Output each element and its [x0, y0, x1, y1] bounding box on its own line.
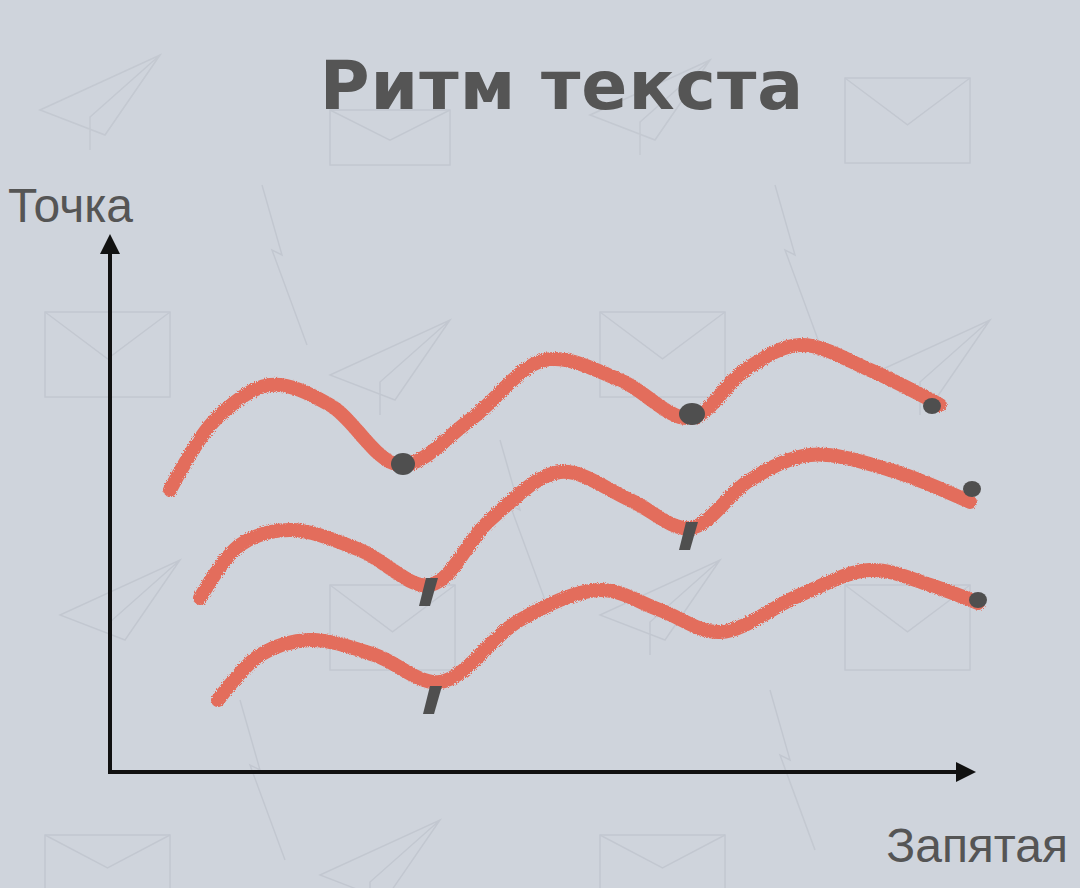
x-axis [108, 770, 972, 774]
dot-mark [923, 398, 941, 414]
plane-icon [870, 320, 990, 415]
lightning-icon [775, 185, 820, 345]
comma-mark [423, 686, 442, 714]
dot-mark [969, 592, 987, 608]
plane-icon [60, 560, 180, 655]
lightning-icon [500, 440, 545, 600]
envelope-flap [845, 78, 970, 125]
envelope-icon [45, 312, 170, 397]
envelope-icon [845, 78, 970, 163]
axis-label: Точка [8, 178, 133, 233]
envelope-flap [45, 312, 170, 359]
lightning-icon [240, 700, 285, 860]
comma-mark [419, 578, 438, 606]
axis-label: Запятая [886, 818, 1068, 873]
diagram-title: Ритм текста [320, 46, 804, 125]
envelope-flap [330, 585, 455, 632]
envelope-flap [600, 835, 725, 868]
dot-mark [679, 403, 705, 425]
lightning-icon [262, 185, 307, 345]
y-axis [108, 238, 112, 772]
axes [108, 238, 972, 772]
dot-mark [963, 481, 981, 497]
plane-icon [320, 820, 440, 888]
envelope-icon [600, 835, 725, 888]
envelope-icon [45, 835, 170, 888]
plane-icon [40, 55, 160, 150]
watermark-icons [40, 55, 990, 888]
waves [170, 345, 978, 700]
plane-icon [330, 320, 450, 415]
envelope-flap [45, 835, 170, 868]
comma-mark [679, 522, 698, 550]
dot-mark [391, 453, 415, 475]
punctuation-marks [391, 398, 987, 714]
rhythm-wave [218, 570, 978, 700]
envelope-flap [600, 312, 725, 359]
